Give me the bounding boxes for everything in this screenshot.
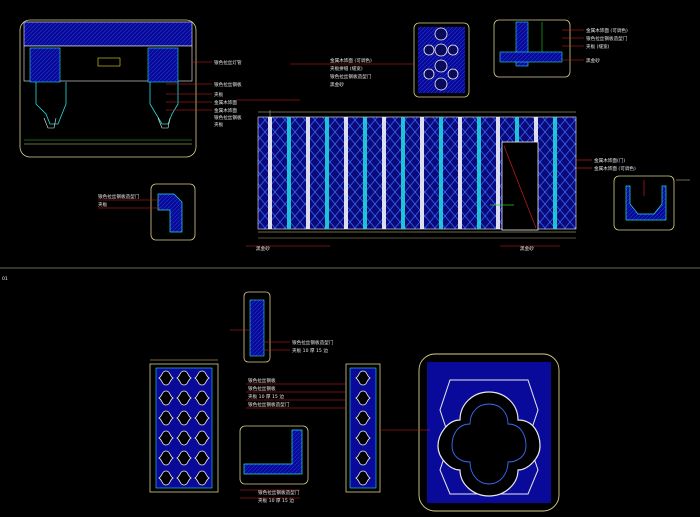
tile-quatrefoil: [355, 370, 371, 386]
tile-grid-right: [355, 370, 371, 486]
top-left-label-3: 金属木饰面: [214, 99, 237, 106]
bottom-large-motif: [380, 353, 560, 512]
elevation-fin: [268, 117, 272, 229]
right-small-detail: [613, 175, 690, 231]
tile-quatrefoil: [158, 470, 174, 486]
tile-quatrefoil: [176, 390, 192, 406]
elevation-fin: [287, 117, 291, 229]
elevation-fin: [458, 117, 462, 229]
tile-quatrefoil: [158, 390, 174, 406]
elevation-fin: [553, 117, 557, 229]
elevation-fin: [306, 117, 310, 229]
tile-quatrefoil: [194, 370, 210, 386]
top-right-label-2: 夹板 (缝宽): [586, 43, 610, 50]
bottom-small-detail: 银色拉丝钢板造型门 夹板 10 厚 15 边: [230, 291, 334, 363]
elevation-fin: [325, 117, 329, 229]
elevation-right-label-1: 金属木饰面 (可调色): [594, 165, 636, 172]
elevation-label-1: 银色拉丝钢板: [214, 114, 242, 121]
tile-quatrefoil: [194, 410, 210, 426]
tile-quatrefoil: [194, 430, 210, 446]
tile-grid-left: [158, 370, 210, 486]
elevation-label-0: 金属木饰面: [214, 107, 237, 114]
top-left-detail: 银色拉丝灯管 银色拉丝钢板 夹板 金属木饰面: [19, 19, 242, 158]
mid-left-label-0: 银色拉丝钢板造型门: [98, 193, 140, 200]
bottom-panel-label-0: 银色拉丝钢板: [248, 377, 276, 384]
top-left-label-2: 夹板: [214, 91, 224, 98]
elevation-base-right: 黑金砂: [520, 245, 534, 252]
elevation-fin: [496, 117, 500, 229]
bottom-center-detail: 银色拉丝钢板造型门 夹板 10 厚 15 边: [239, 425, 309, 504]
tile-quatrefoil: [158, 430, 174, 446]
elevation-fin: [439, 117, 443, 229]
top-left-label-1: 银色拉丝钢板: [214, 81, 242, 88]
top-right-detail: 金属木饰面 (可调色) 银色拉丝钢板造型门 夹板 (缝宽) 黑金砂: [493, 19, 628, 78]
tile-quatrefoil: [176, 430, 192, 446]
top-left-label-0: 银色拉丝灯管: [214, 59, 242, 66]
bottom-left-panel: [149, 359, 219, 493]
bottom-panel-label-1: 银色拉丝钢板: [248, 385, 276, 392]
elevation-fin: [382, 117, 386, 229]
top-center-label-1: 夹板拼缝 (缝宽): [330, 65, 363, 72]
top-center-label-2: 银色拉丝钢板造型门: [330, 73, 372, 80]
tile-quatrefoil: [194, 470, 210, 486]
tile-quatrefoil: [355, 430, 371, 446]
tile-quatrefoil: [176, 470, 192, 486]
bottom-panel-label-2: 夹板 10 厚 15 边: [248, 393, 284, 400]
tile-quatrefoil: [158, 450, 174, 466]
elevation-label-2: 夹板: [214, 121, 224, 128]
bottom-right-panel: 银色拉丝钢板 银色拉丝钢板 夹板 10 厚 15 边 银色拉丝钢板造型门: [246, 363, 381, 493]
tile-quatrefoil: [158, 370, 174, 386]
top-right-label-0: 金属木饰面 (可调色): [586, 27, 628, 34]
elevation-fin: [477, 117, 481, 229]
sheet-marker: 01: [2, 276, 8, 282]
elevation-base-left: 黑金砂: [256, 245, 270, 252]
top-center-label-0: 金属木饰面 (可调色): [330, 57, 372, 64]
elevation-fin: [363, 117, 367, 229]
bottom-small-label-1: 夹板 10 厚 15 边: [292, 347, 328, 354]
main-elevation: 黑金砂 黑金砂 金属木饰面 银色拉丝钢板 夹板 金属木饰面(门) 金属木饰面 (…: [214, 99, 636, 252]
bottom-center-label-0: 银色拉丝钢板造型门: [258, 489, 300, 496]
tile-quatrefoil: [176, 370, 192, 386]
top-right-label-1: 银色拉丝钢板造型门: [586, 35, 628, 42]
bottom-panel-label-3: 银色拉丝钢板造型门: [248, 401, 290, 408]
elevation-fin: [344, 117, 348, 229]
tile-quatrefoil: [194, 390, 210, 406]
top-center-label-3: 黑金砂: [330, 81, 344, 88]
tile-quatrefoil: [355, 470, 371, 486]
bottom-center-label-1: 夹板 10 厚 15 边: [258, 497, 294, 504]
top-right-label-3: 黑金砂: [586, 57, 600, 64]
tile-quatrefoil: [176, 450, 192, 466]
tile-quatrefoil: [355, 390, 371, 406]
tile-quatrefoil: [176, 410, 192, 426]
mid-left-label-1: 夹板: [98, 201, 108, 208]
elevation-right-label-0: 金属木饰面(门): [594, 157, 625, 164]
tile-quatrefoil: [355, 450, 371, 466]
bottom-small-label-0: 银色拉丝钢板造型门: [292, 339, 334, 346]
tile-quatrefoil: [355, 410, 371, 426]
elevation-fin: [420, 117, 424, 229]
sheet-divider: 01: [0, 267, 700, 282]
elevation-fin: [401, 117, 405, 229]
tile-quatrefoil: [194, 450, 210, 466]
mid-left-detail: 银色拉丝钢板造型门 夹板: [98, 183, 196, 241]
top-center-motif: 金属木饰面 (可调色) 夹板拼缝 (缝宽) 银色拉丝钢板造型门 黑金砂: [290, 22, 470, 98]
tile-quatrefoil: [158, 410, 174, 426]
